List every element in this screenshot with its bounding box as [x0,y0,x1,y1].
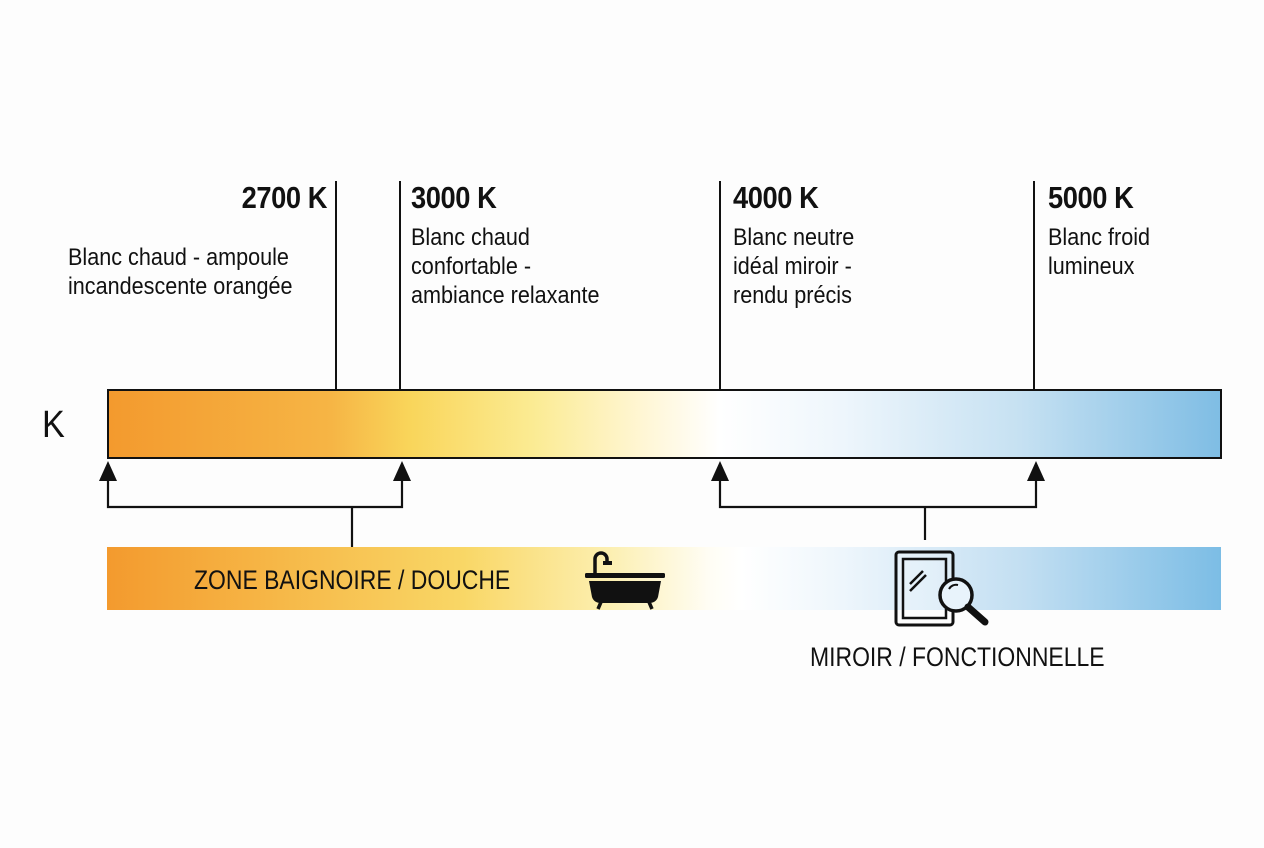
mirror-magnifier-icon [894,550,989,627]
temp-desc-5000: Blanc froid lumineux [1048,224,1151,280]
tick-2700 [335,181,337,390]
temp-label-4000: 4000 K [733,180,819,215]
temp-label-5000: 5000 K [1048,180,1134,215]
arrow-up-icon [1027,461,1045,481]
kelvin-axis-label: K [42,404,65,446]
temp-desc-4000: Blanc neutre idéal miroir - rendu précis [733,224,855,309]
bathtub-icon [585,551,665,610]
temp-label-2700: 2700 K [241,180,328,215]
tick-4000 [719,181,721,390]
zone-gradient-bar [107,547,1221,610]
temp-label-3000: 3000 K [411,180,497,215]
tick-5000 [1033,181,1035,390]
arrow-up-icon [711,461,729,481]
arrow-up-icon [393,461,411,481]
color-temperature-scale-bar [107,389,1222,459]
temp-desc-3000: Blanc chaud confortable - ambiance relax… [411,224,600,309]
zone-label-mirror: MIROIR / FONCTIONNELLE [810,642,1105,672]
arrow-up-icon [99,461,117,481]
tick-3000 [399,181,401,390]
zone-label-bath: ZONE BAIGNOIRE / DOUCHE [194,565,511,595]
temp-desc-2700: Blanc chaud - ampoule incandescente oran… [68,244,293,300]
